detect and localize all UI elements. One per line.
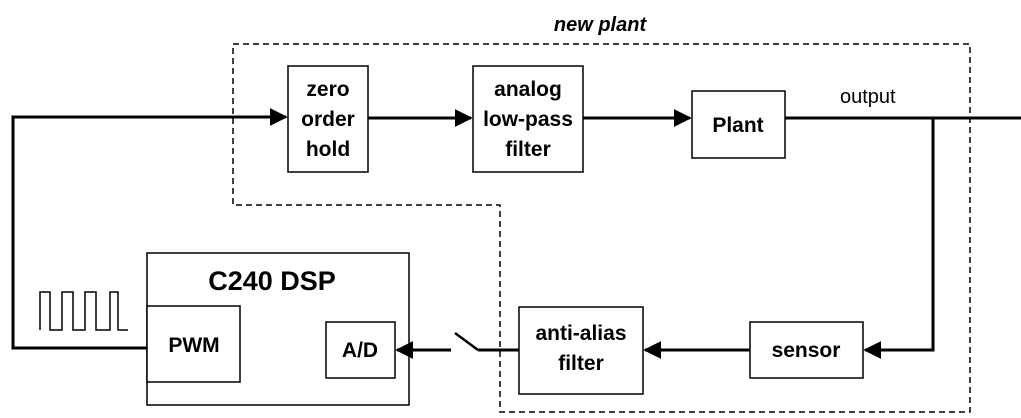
zoh-label-1: zero <box>306 78 349 101</box>
adc-label: A/D <box>342 339 378 362</box>
plant-label: Plant <box>712 114 763 137</box>
lpf-label-2: low-pass <box>483 108 573 131</box>
sensor-label: sensor <box>772 339 841 362</box>
output-tap-wire <box>863 118 935 359</box>
new-plant-title: new plant <box>554 14 648 36</box>
lpf-label-1: analog <box>494 78 562 101</box>
anti-alias-filter-block: anti-alias filter <box>518 306 644 395</box>
pwm-label: PWM <box>168 334 219 357</box>
antialias-label-2: filter <box>558 352 604 375</box>
new-plant-boundary <box>232 43 971 413</box>
sampling-switch-icon <box>395 331 479 359</box>
adc-block <box>325 321 396 379</box>
zoh-label-3: hold <box>306 138 350 161</box>
zero-order-hold-block: zero order hold <box>287 65 369 173</box>
zoh-label-2: order <box>301 108 355 131</box>
output-label: output <box>840 86 896 108</box>
dsp-block: C240 DSP PWM A/D <box>146 252 410 406</box>
lpf-label-3: filter <box>505 138 551 161</box>
low-pass-filter-block: analog low-pass filter <box>472 65 584 173</box>
plant-block: Plant <box>691 90 786 159</box>
feedback-wire <box>11 108 288 350</box>
sensor-block: sensor <box>749 321 864 379</box>
pwm-waveform-icon <box>39 291 128 331</box>
antialias-label-1: anti-alias <box>535 322 626 345</box>
pwm-block <box>146 305 241 383</box>
dsp-label: C240 DSP <box>208 266 336 296</box>
